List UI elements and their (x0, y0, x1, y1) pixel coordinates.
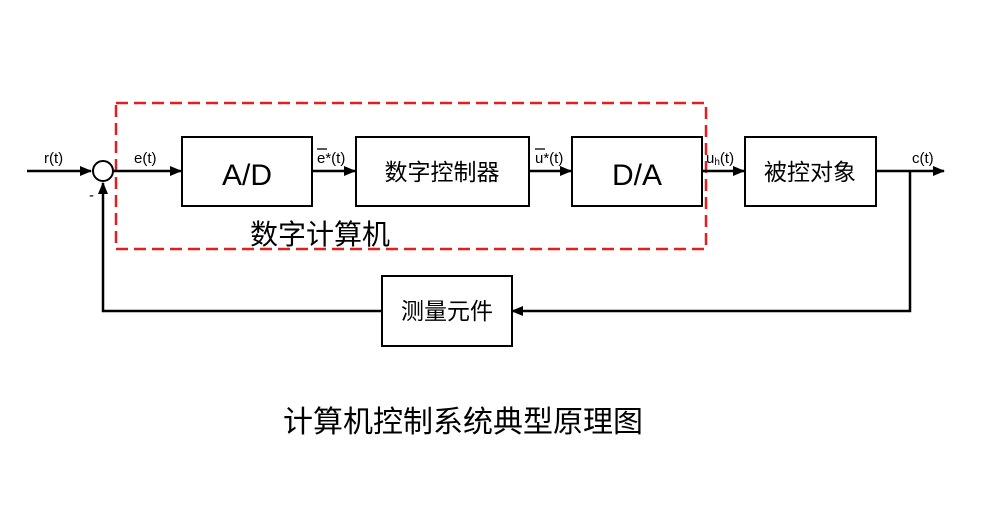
da-label: D/A (612, 159, 662, 192)
controller-label: 数字控制器 (385, 160, 500, 186)
signal-u-star-label: u*(t) (535, 150, 563, 167)
signal-e-label: e(t) (134, 150, 157, 167)
sensor-label: 测量元件 (401, 299, 493, 325)
feedback-wire-to-summer (98, 182, 381, 313)
controller-block (355, 136, 530, 207)
summing-junction (92, 160, 114, 182)
ad-block (181, 136, 313, 207)
computer-region-label: 数字计算机 (250, 218, 390, 251)
sensor-block (381, 275, 513, 347)
minus-sign: - (89, 187, 94, 204)
signal-uh-label: uh(t) (706, 150, 734, 168)
digital-computer-region (114, 101, 708, 251)
da-block (571, 136, 703, 207)
signal-e-star-label: e*(t) (317, 150, 345, 167)
plant-label: 被控对象 (764, 160, 856, 186)
plant-block (744, 136, 877, 207)
signal-r-label: r(t) (44, 150, 63, 167)
signal-c-label: c(t) (912, 150, 934, 167)
ad-label: A/D (222, 159, 272, 192)
feedback-wire-to-sensor (511, 171, 912, 316)
diagram-caption: 计算机控制系统典型原理图 (283, 405, 643, 440)
